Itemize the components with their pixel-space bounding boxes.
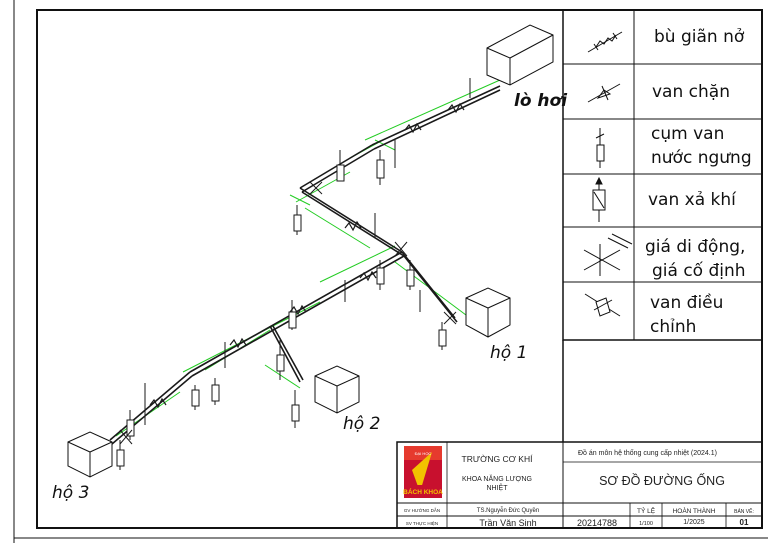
- logo-text-bottom: BÁCH KHOA: [403, 487, 443, 496]
- valve-boxes: [116, 159, 447, 467]
- advisor-name: TS.Nguyễn Đức Quyền: [477, 507, 539, 514]
- legend-label-support-line2: giá cố định: [652, 260, 746, 281]
- student-name: Trần Văn Sinh: [479, 518, 536, 528]
- school-name: TRƯỜNG CƠ KHÍ: [462, 454, 534, 464]
- house-2-label: hộ 2: [343, 414, 380, 434]
- scale-value: 1/100: [639, 521, 653, 527]
- student-id: 20214788: [577, 518, 617, 528]
- stop-valve-icon: [587, 83, 621, 103]
- house-3-box: [67, 431, 113, 478]
- completed-value: 1/2025: [683, 519, 705, 526]
- legend-label-control-line1: van điều: [650, 292, 723, 313]
- logo-text-top: ĐẠI HỌC: [415, 451, 432, 456]
- scale-label: TỶ LỆ: [637, 506, 656, 515]
- control-valve-icon: [584, 293, 621, 317]
- advisor-label: GV HƯỚNG DẪN: [404, 507, 440, 513]
- legend-label-support-line1: giá di động,: [645, 237, 745, 257]
- legend-label-stop-valve: van chặn: [652, 82, 730, 102]
- student-label: SV THỰC HIỆN: [406, 519, 438, 526]
- house-1-label: hộ 1: [490, 343, 527, 363]
- legend-label-condensate-line2: nước ngưng: [651, 148, 752, 168]
- completed-label: HOÀN THÀNH: [673, 506, 716, 515]
- project-name: Đồ án môn hệ thống cung cấp nhiệt (2024.…: [578, 448, 717, 457]
- piping-network: [109, 78, 501, 470]
- condensate-valve-assembly-icon: [595, 128, 605, 168]
- legend-label-air-vent: van xả khí: [648, 190, 737, 210]
- boiler-label: lò hơi: [514, 91, 568, 111]
- sheet-label: BẢN VẼ:: [734, 508, 754, 515]
- faculty-line2: NHIỆT: [487, 483, 509, 492]
- legend-label-control-line2: chỉnh: [650, 317, 696, 337]
- dimension-lines: [115, 79, 501, 437]
- house-3-label: hộ 3: [52, 483, 89, 503]
- legend-table: bù giãn nở van chặn cụm van nước ngưng v…: [562, 9, 763, 341]
- boiler-box: [486, 24, 554, 86]
- title-block: ĐẠI HỌC BÁCH KHOA TRƯỜNG CƠ KHÍ KHOA NĂN…: [396, 340, 763, 529]
- legend-label-expansion-joint: bù giãn nở: [654, 27, 745, 47]
- sheet-number: 01: [740, 518, 749, 527]
- university-logo: ĐẠI HỌC BÁCH KHOA: [403, 446, 443, 498]
- faculty-line1: KHOA NĂNG LƯỢNG: [462, 474, 532, 483]
- legend-label-condensate-line1: cụm van: [651, 124, 724, 144]
- expansion-joints: [149, 102, 465, 409]
- drawing-title: SƠ ĐỒ ĐƯỜNG ỐNG: [599, 473, 725, 488]
- pipe-supports: [119, 181, 457, 445]
- house-1-box: [465, 287, 511, 338]
- house-2-box: [314, 365, 360, 414]
- air-vent-valve-icon: [592, 176, 606, 222]
- pipe-support-icon: [583, 233, 633, 276]
- pipe-lines: [109, 85, 501, 445]
- expansion-joint-icon: [587, 31, 623, 53]
